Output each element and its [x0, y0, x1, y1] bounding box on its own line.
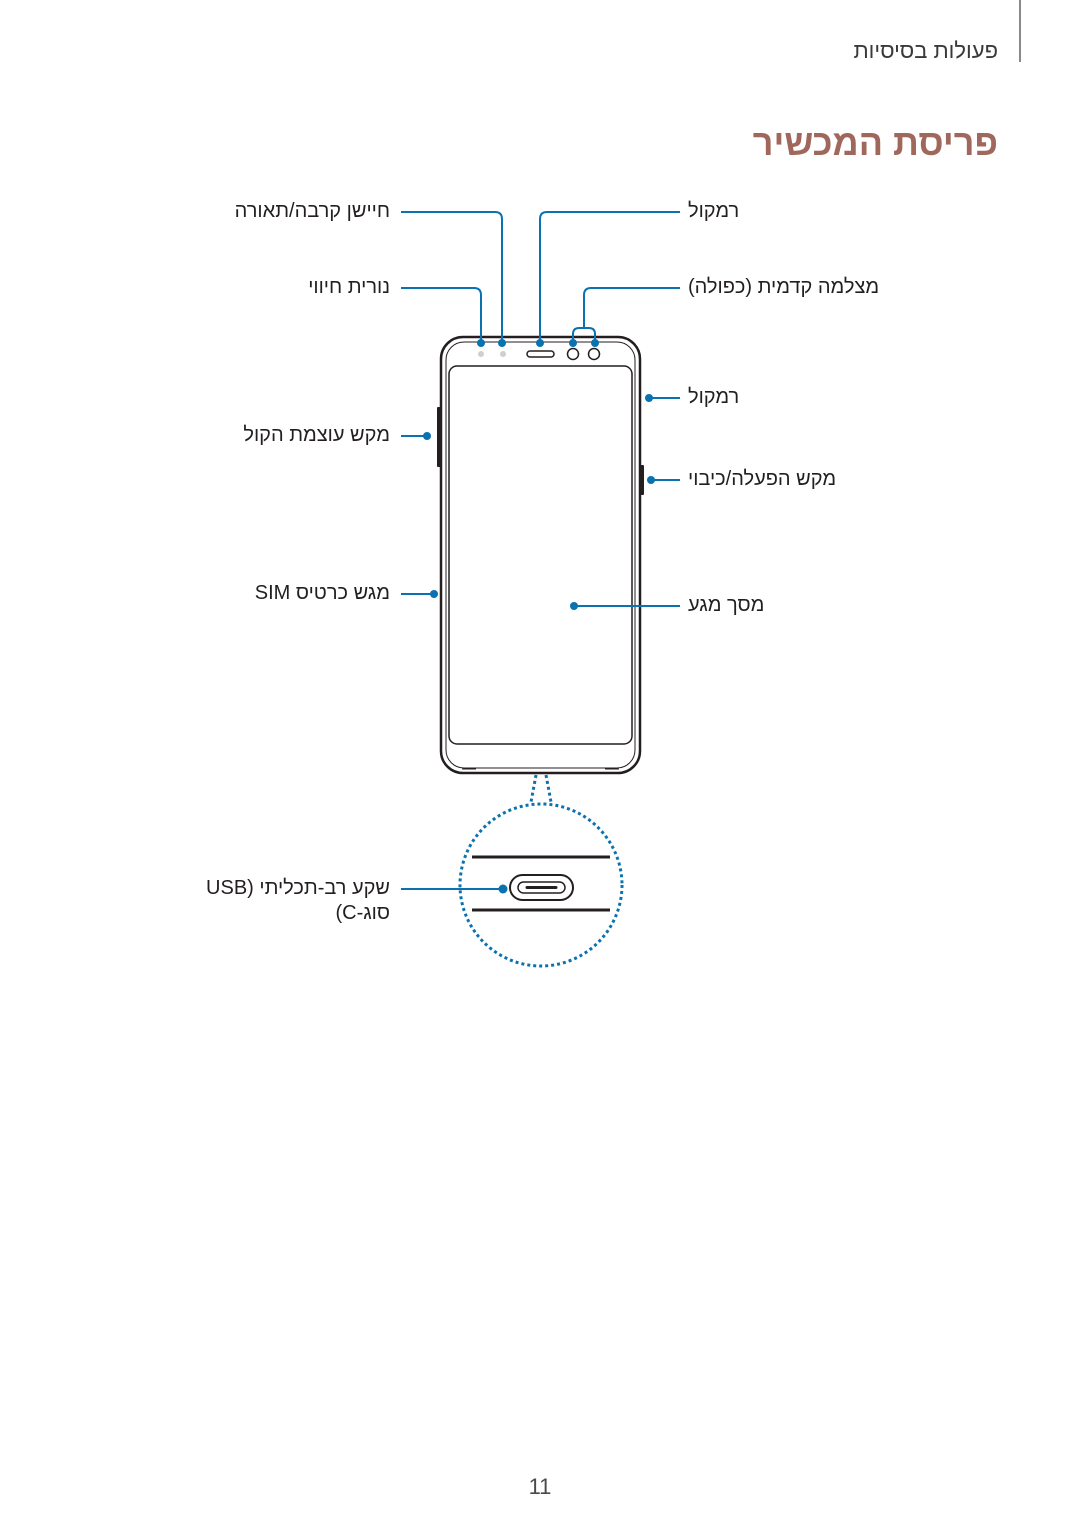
top-sensors [478, 347, 601, 361]
label-touchscreen: מסך מגע [688, 594, 765, 616]
volume-button-shape [437, 407, 442, 467]
usb-zoom-detail [458, 774, 624, 968]
label-led-indicator: נורית חיווי [308, 276, 390, 298]
page-number: 11 [528, 1474, 552, 1499]
screen-outline [448, 365, 633, 745]
label-earpiece: רמקול [688, 200, 740, 222]
section-title: פעולות בסיסיות [853, 38, 998, 63]
label-power-key: מקש הפעלה/כיבוי [688, 468, 837, 490]
label-proximity-light-sensor: חיישן קרבה/תאורה [234, 200, 390, 222]
camera-lens-2 [587, 347, 601, 361]
header-rule [1019, 0, 1021, 62]
label-usb-port-line2: סוג-C) [335, 902, 390, 924]
phone-body [437, 335, 644, 775]
power-button-shape [639, 465, 644, 495]
callout-dots [423, 339, 655, 894]
label-volume-key: מקש עוצמת הקול [243, 424, 390, 446]
label-sim-tray: מגש כרטיס SIM [254, 582, 390, 604]
earpiece-slot [526, 350, 555, 358]
label-speaker: רמקול [688, 386, 740, 408]
page-heading: פריסת המכשיר [752, 122, 998, 163]
label-front-camera: מצלמה קדמית (כפולה) [688, 276, 880, 298]
callout-lines [401, 211, 680, 890]
label-usb-port-line1: שקע רב-תכליתי (USB [206, 877, 390, 899]
camera-lens-1 [566, 347, 580, 361]
